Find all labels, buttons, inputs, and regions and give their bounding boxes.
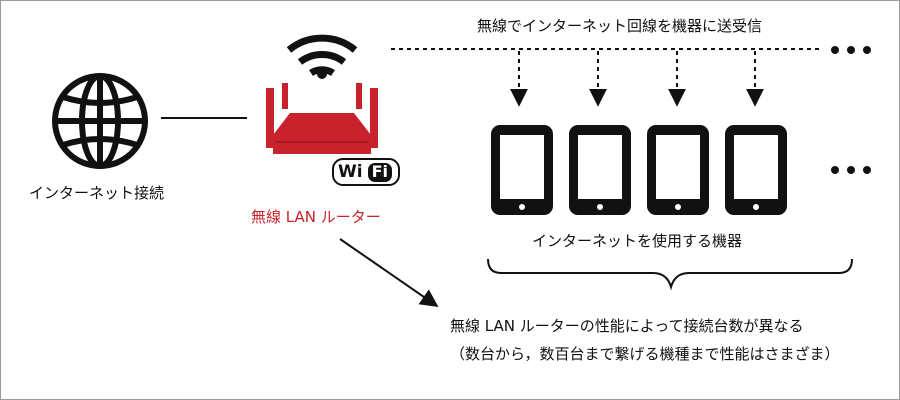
tablet-icon [647, 125, 709, 215]
router-label: 無線 LAN ルーター [251, 208, 381, 226]
tablet-icon [491, 125, 553, 215]
connection-count-note: 無線 LAN ルーターの性能によって接続台数が異なる [450, 317, 804, 335]
wifi-logo: Wi Fi [332, 158, 400, 186]
wifi-logo-fi-text: Fi [367, 162, 393, 182]
more-dots-icon [831, 46, 871, 54]
internet-label: インターネット接続 [29, 184, 165, 202]
router-to-note-arrow [339, 238, 439, 308]
tablet-icon [725, 125, 787, 215]
devices-brace [487, 258, 853, 291]
tablet-icon [569, 125, 631, 215]
wifi-signal-icon [286, 34, 358, 77]
router-icon [266, 83, 378, 154]
more-dots-icon [831, 166, 871, 174]
broadcast-lines [391, 48, 819, 107]
wifi-logo-wi-text: Wi [338, 161, 363, 182]
globe-icon [52, 73, 148, 169]
connection-count-note-detail: （数台から，数百台まで繋げる機種まで性能はさまざま） [450, 345, 840, 363]
devices-label: インターネットを使用する機器 [532, 232, 743, 250]
wifi-signal-dot [317, 69, 327, 79]
wireless-transmit-label: 無線でインターネット回線を機器に送受信 [477, 17, 763, 35]
